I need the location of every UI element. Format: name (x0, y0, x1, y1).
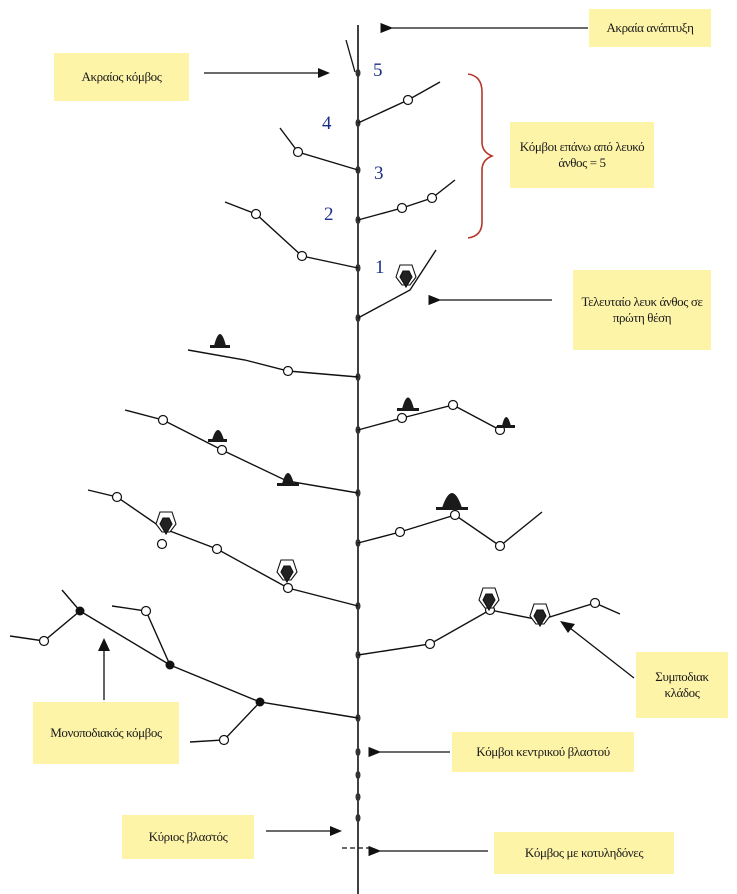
flower-bud-icon (208, 334, 515, 510)
arrow-up-head (98, 638, 110, 651)
label-main-stem: Κύριος βλαστός (122, 815, 254, 859)
label-last-white-flower: Τελευταίο λευκ άνθος σε πρώτη θέση (573, 270, 711, 350)
arrow-diagonal-head (560, 621, 575, 633)
arrow-right-head (318, 68, 330, 78)
bracket-icon (467, 73, 495, 239)
label-central-stem-nodes: Κόμβοι κεντρικού βλαστού (452, 732, 634, 772)
arrows (98, 22, 635, 857)
label-apical-node: Ακραίος κόμβος (54, 53, 189, 101)
node-number-5: 5 (373, 60, 383, 81)
arrow-right-head (330, 826, 342, 836)
arrow-diagonal-icon (569, 627, 635, 679)
label-nodes-above-white-flower: Κόμβοι επάνω από λευκό άνθος = 5 (510, 122, 654, 188)
node-number-2: 2 (324, 204, 334, 225)
label-monopodial-node: Μονοποδιακός κόμβος (33, 702, 179, 764)
node-number-3: 3 (374, 163, 384, 184)
monopodial-nodes (75, 606, 265, 707)
node-number-1: 1 (375, 257, 385, 278)
open-flower-icon (155, 264, 551, 628)
node-number-4: 4 (322, 113, 332, 134)
branch-nodes (38, 94, 601, 746)
label-sympodial-branch: Συμποδιακ κλάδος (636, 652, 728, 718)
label-apical-growth: Ακραία ανάπτυξη (589, 9, 711, 47)
apical-tip (345, 39, 356, 73)
label-cotyledon-node: Κόμβος με κοτυληδόνες (494, 832, 674, 874)
